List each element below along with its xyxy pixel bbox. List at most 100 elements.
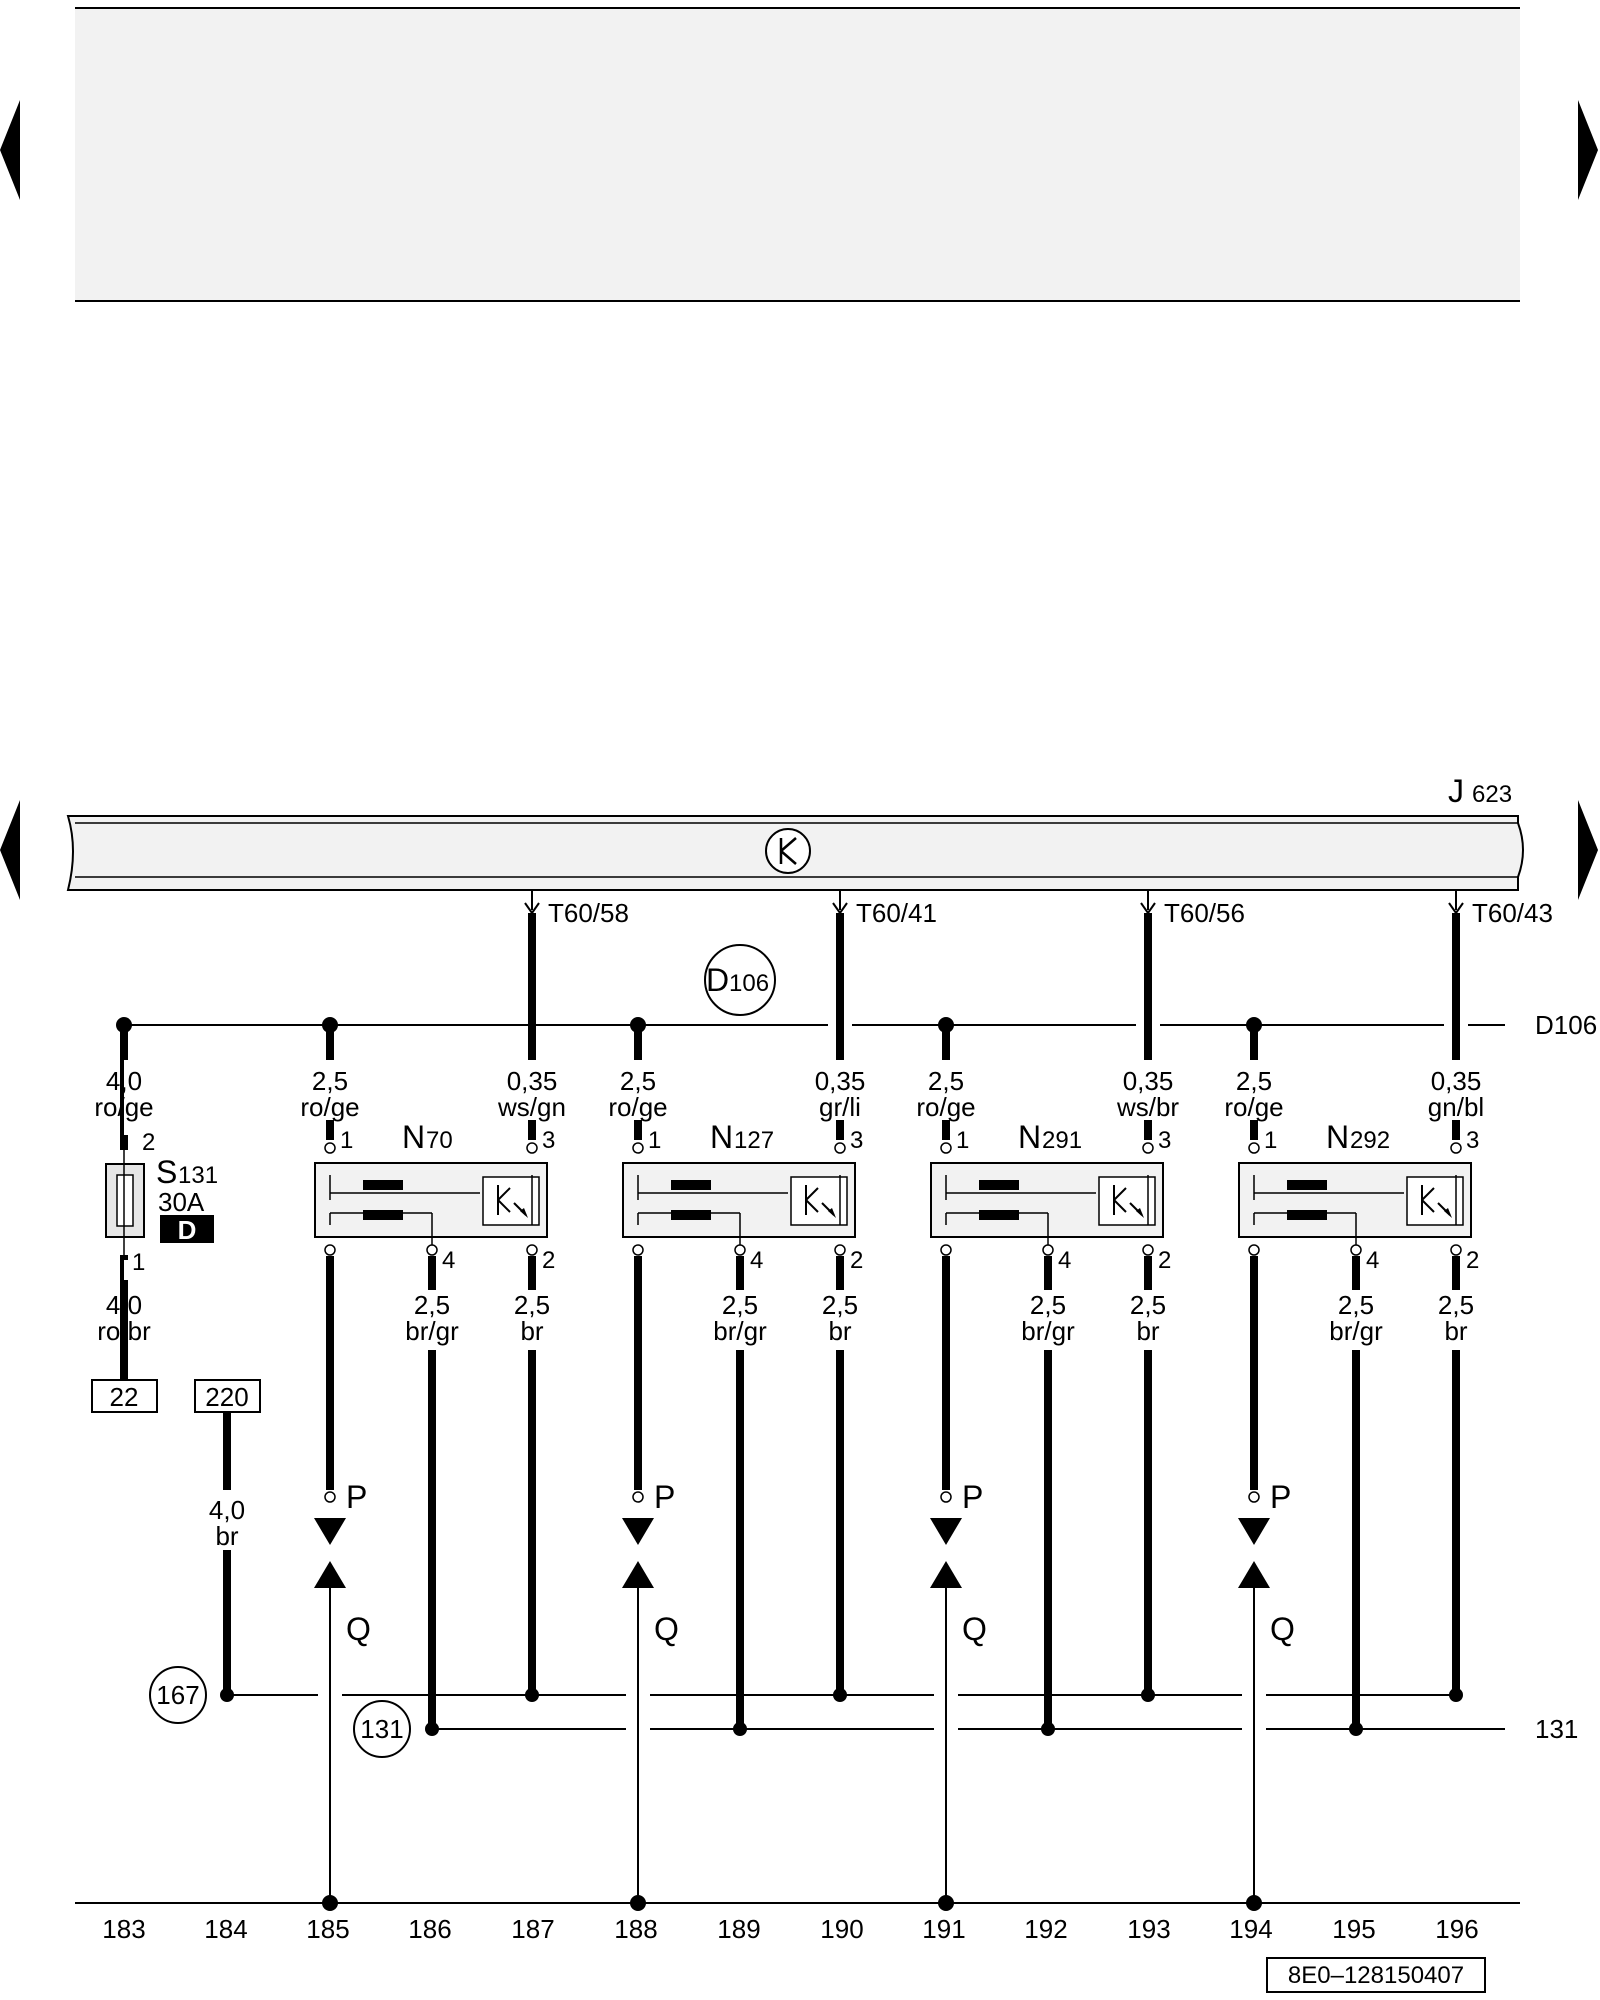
svg-text:ro/ge: ro/ge [916,1092,975,1122]
svg-text:2,5: 2,5 [722,1290,758,1320]
fuse-letter: S [156,1154,177,1190]
svg-text:2: 2 [542,1247,555,1274]
svg-text:br: br [520,1316,543,1346]
track-numbers: 183 184 185 186 187 188 189 190 191 192 … [102,1914,1478,1944]
transistor-icon [482,1176,540,1226]
ref-box-220 [194,1379,261,1413]
svg-text:ws/gn: ws/gn [497,1092,566,1122]
svg-text:2,5: 2,5 [1236,1066,1272,1096]
svg-text:4: 4 [1366,1247,1379,1274]
arrow-up-icon [1238,1561,1270,1588]
svg-text:0,35: 0,35 [815,1066,866,1096]
transistor-icon [790,1176,848,1226]
svg-text:2,5: 2,5 [1030,1290,1066,1320]
valve-n127: 2,5 ro/ge 0,35 gr/li 1 3 4 2 N 127 2,5 b… [598,913,880,1903]
document-id: 8E0–128150407 [1266,1957,1486,1993]
track-number: 196 [1435,1914,1478,1944]
connector-t60-56: T60/56 [1140,890,1245,928]
svg-text:0,35: 0,35 [507,1066,558,1096]
ground-feed-color: br [215,1521,238,1551]
valve-n291: 2,5 ro/ge 0,35 ws/br 1 3 4 2 N 291 2,5 b… [906,913,1188,1903]
svg-text:br/gr: br/gr [405,1316,459,1346]
svg-text:ro/ge: ro/ge [608,1092,667,1122]
svg-text:2,5: 2,5 [414,1290,450,1320]
valve-letter: N [1326,1119,1349,1155]
track-number: 190 [820,1914,863,1944]
track-number: 184 [204,1914,247,1944]
svg-text:br/gr: br/gr [713,1316,767,1346]
valve-letter: N [710,1119,733,1155]
page-next-arrow-icon[interactable] [1578,100,1598,200]
fuse-rating: 30A [158,1187,205,1217]
control-unit-j623: J 623 [66,773,1524,891]
track-number: 191 [922,1914,965,1944]
bottom-ground-bus [75,1895,1520,1911]
svg-text:ro/ge: ro/ge [300,1092,359,1122]
fuse-pin-top: 2 [142,1129,155,1156]
header-panel [75,7,1520,302]
p-label: P [1270,1479,1291,1515]
svg-text:8E0–128150407: 8E0–128150407 [1288,1962,1464,1989]
svg-text:2,5: 2,5 [312,1066,348,1096]
control-unit-number: 623 [1472,781,1512,808]
transistor-icon [1406,1176,1464,1226]
section-prev-arrow-icon[interactable] [0,800,20,900]
valve-number: 70 [426,1127,453,1154]
fuse-s131: 4,0 ro/ge 2 1 S 131 30A D 4,0 ro/br 22 [91,1025,218,1413]
ground-131-line-label: 131 [1535,1714,1578,1744]
svg-text:167: 167 [156,1680,199,1710]
svg-text:br: br [828,1316,851,1346]
ground-feed-size: 4,0 [209,1495,245,1525]
fuse-location: D [178,1215,197,1245]
svg-text:D: D [706,962,729,998]
svg-text:1: 1 [1264,1127,1277,1154]
fuse-wire-top-color: ro/ge [94,1092,153,1122]
q-label: Q [346,1611,371,1647]
svg-text:br/gr: br/gr [1021,1316,1075,1346]
q-label: Q [962,1611,987,1647]
svg-text:ws/br: ws/br [1116,1092,1179,1122]
svg-text:22: 22 [110,1382,139,1412]
fuse-pin-bottom: 1 [132,1249,145,1276]
svg-text:1: 1 [340,1127,353,1154]
arrow-down-icon [622,1518,654,1545]
svg-text:2,5: 2,5 [1338,1290,1374,1320]
p-label: P [962,1479,983,1515]
valve-number: 291 [1042,1127,1082,1154]
svg-text:1: 1 [648,1127,661,1154]
svg-text:106: 106 [729,970,769,997]
track-number: 194 [1229,1914,1272,1944]
svg-text:gn/bl: gn/bl [1428,1092,1484,1122]
fuse-wire-top-size: 4,0 [106,1066,142,1096]
connector-label: T60/41 [856,898,937,928]
track-number: 192 [1024,1914,1067,1944]
svg-text:0,35: 0,35 [1123,1066,1174,1096]
track-number: 193 [1127,1914,1170,1944]
q-label: Q [1270,1611,1295,1647]
arrow-up-icon [930,1561,962,1588]
track-number: 188 [614,1914,657,1944]
svg-text:4: 4 [1058,1247,1071,1274]
transistor-icon [1098,1176,1156,1226]
track-number: 186 [408,1914,451,1944]
ref-circle-167 [149,1666,207,1724]
svg-text:3: 3 [1158,1127,1171,1154]
page-prev-arrow-icon[interactable] [0,100,20,200]
svg-text:2,5: 2,5 [1130,1290,1166,1320]
valve-letter: N [1018,1119,1041,1155]
svg-text:2,5: 2,5 [928,1066,964,1096]
arrow-down-icon [930,1518,962,1545]
section-next-arrow-icon[interactable] [1578,800,1598,900]
svg-text:4: 4 [750,1247,763,1274]
fuse-number: 131 [178,1162,218,1189]
svg-text:2: 2 [1466,1247,1479,1274]
svg-text:2,5: 2,5 [620,1066,656,1096]
svg-text:1: 1 [956,1127,969,1154]
connector-label: T60/58 [548,898,629,928]
svg-text:2: 2 [1158,1247,1171,1274]
svg-text:br: br [1136,1316,1159,1346]
svg-text:gr/li: gr/li [819,1092,861,1122]
svg-text:3: 3 [542,1127,555,1154]
svg-text:2: 2 [850,1247,863,1274]
